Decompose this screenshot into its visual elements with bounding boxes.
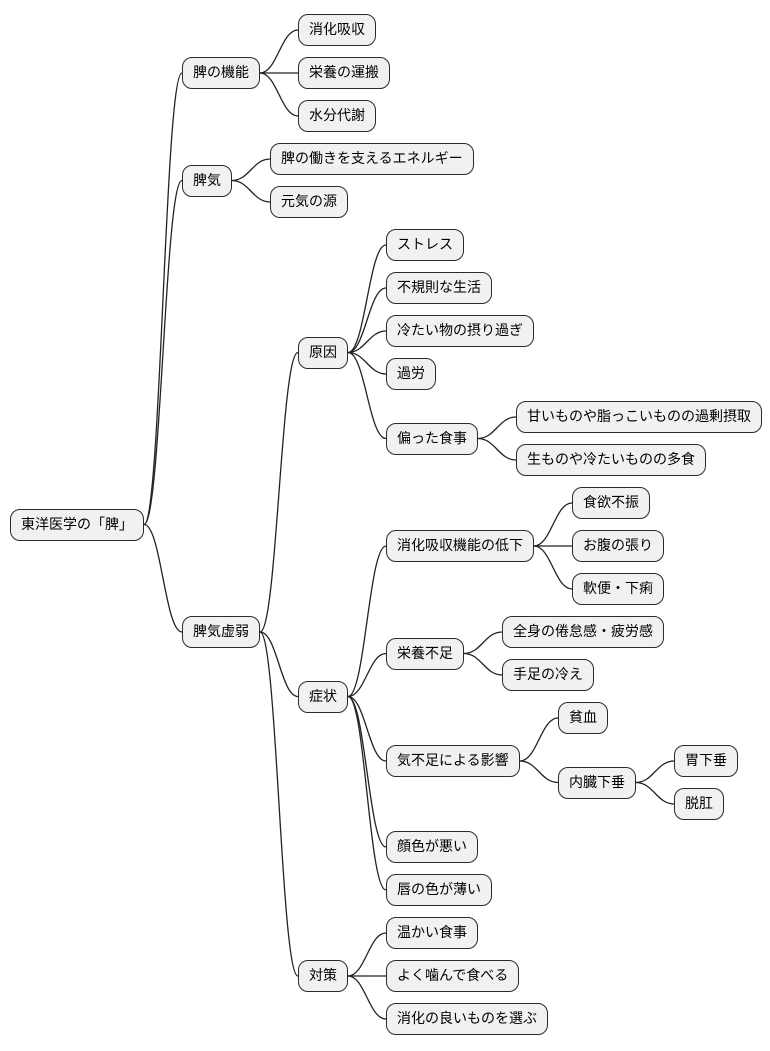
mindmap-node: 全身の倦怠感・疲労感 (502, 616, 664, 649)
mindmap-node: お腹の張り (572, 530, 664, 563)
mindmap-node: 内臓下垂 (558, 766, 636, 799)
mindmap-node: 脾気 (182, 164, 232, 197)
connector-line (259, 631, 299, 698)
mindmap-node: 栄養不足 (386, 637, 464, 670)
mindmap-node: 脾気虚弱 (182, 616, 260, 649)
mindmap-node: 甘いものや脂っこいものの過剰摂取 (516, 401, 762, 434)
mindmap-node: よく噛んで食べる (386, 960, 520, 993)
mindmap-node: 対策 (298, 960, 348, 993)
connector-line (347, 330, 387, 354)
connector-line (347, 545, 387, 698)
connector-line (231, 158, 271, 182)
connector-line (635, 760, 675, 784)
connector-line (143, 72, 183, 526)
mindmap-node: 消化の良いものを選ぶ (386, 1003, 548, 1036)
mindmap-node: 脾の機能 (182, 57, 260, 90)
mindmap-node: 脱肛 (674, 788, 724, 821)
mindmap-node: ストレス (386, 229, 464, 262)
connector-line (635, 781, 675, 805)
mindmap-node: 冷たい物の摂り過ぎ (386, 315, 534, 348)
mindmap-node: 胃下垂 (674, 745, 738, 778)
mindmap-node: 軟便・下痢 (572, 573, 664, 606)
mindmap-node: 手足の冷え (502, 659, 594, 692)
connector-line (347, 351, 387, 440)
mindmap-node: 脾の働きを支えるエネルギー (270, 143, 474, 176)
connector-line (463, 652, 503, 676)
connector-line (533, 545, 573, 590)
mindmap-node: 唇の色が薄い (386, 874, 492, 907)
mindmap-node: 原因 (298, 336, 348, 369)
connector-line (477, 437, 517, 461)
mindmap-node: 不規則な生活 (386, 272, 492, 305)
connector-line (477, 416, 517, 440)
mindmap-node: 生ものや冷たいものの多食 (516, 444, 706, 477)
mindmap-node: 水分代謝 (298, 100, 376, 133)
mindmap-node: 温かい食事 (386, 917, 478, 950)
mindmap-node: 元気の源 (270, 186, 348, 219)
mindmap-node: 顔色が悪い (386, 831, 478, 864)
connector-line (347, 287, 387, 354)
connector-line (231, 179, 271, 203)
connector-line (347, 695, 387, 762)
connector-line (533, 502, 573, 547)
mindmap-node: 東洋医学の「脾」 (10, 508, 144, 541)
mindmap-node: 栄養の運搬 (298, 57, 390, 90)
connector-line (259, 631, 299, 977)
connector-line (259, 29, 299, 74)
mindmap-node: 消化吸収機能の低下 (386, 530, 534, 563)
connector-line (347, 975, 387, 1020)
mindmap-node: 貧血 (558, 702, 608, 735)
mindmap-node: 過労 (386, 358, 436, 391)
connector-line (347, 695, 387, 891)
connector-line (519, 717, 559, 762)
connector-line (463, 631, 503, 655)
connector-line (347, 932, 387, 977)
connector-line (347, 695, 387, 848)
mindmap-node: 食欲不振 (572, 487, 650, 520)
connector-line (347, 244, 387, 354)
mindmap-node: 消化吸収 (298, 14, 376, 47)
mindmap-node: 症状 (298, 680, 348, 713)
mindmap-node: 偏った食事 (386, 422, 478, 455)
mindmap-node: 気不足による影響 (386, 745, 520, 778)
connector-line (259, 72, 299, 117)
connector-line (143, 523, 183, 633)
connector-line (259, 351, 299, 633)
connector-line (143, 179, 183, 526)
connector-line (347, 351, 387, 375)
connector-line (347, 652, 387, 698)
connector-line (519, 760, 559, 784)
